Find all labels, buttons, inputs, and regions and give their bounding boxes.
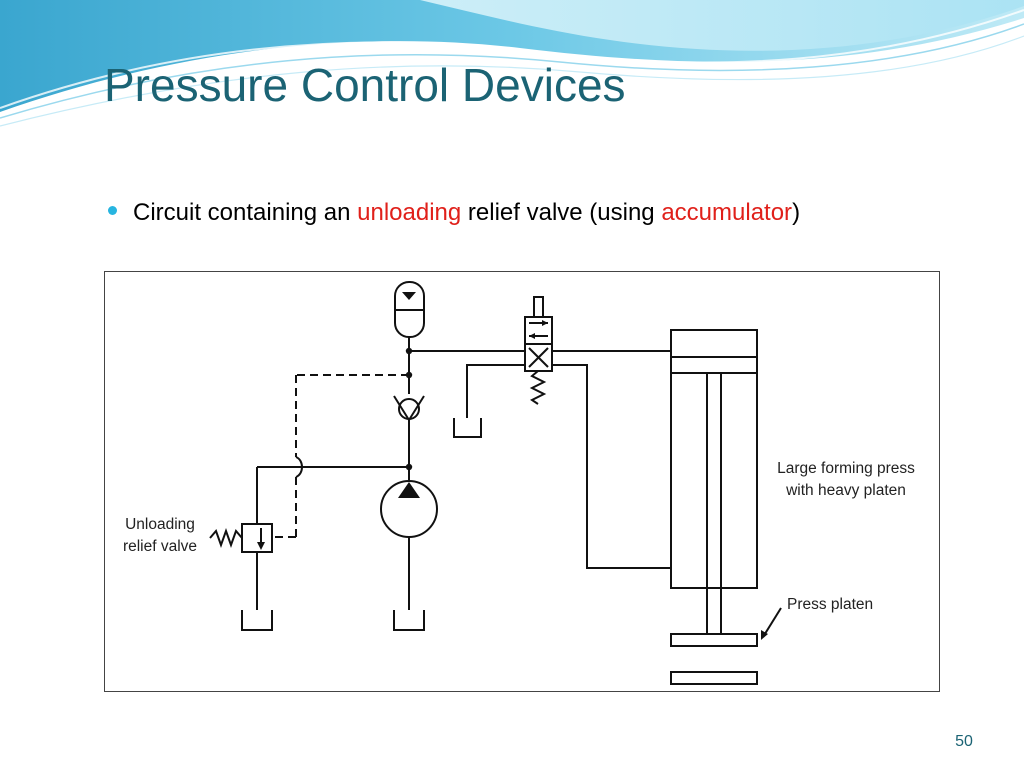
press-label-line-2: with heavy platen [785, 482, 906, 499]
valve-return-line [466, 364, 525, 418]
press-label-line-1: Large forming press [777, 460, 915, 477]
bullet-dot-icon [108, 206, 117, 216]
unloading-label-line-1: Unloading [125, 516, 195, 533]
circuit-svg: Unloading relief valve Large forming pre… [123, 281, 915, 685]
platen-leader-line [762, 607, 782, 638]
pilot-line [272, 374, 409, 538]
slide-title: Pressure Control Devices [104, 59, 626, 111]
hydraulic-circuit-diagram: Unloading relief valve Large forming pre… [104, 271, 940, 692]
bullet-text-3: ) [792, 199, 801, 226]
check-valve-icon [393, 395, 425, 421]
workpiece-bed-icon [670, 671, 758, 685]
tank-icon [453, 418, 482, 438]
tank-icon [241, 610, 273, 631]
bullet-item: Circuit containing an unloading relief v… [108, 199, 800, 227]
unloading-label-line-2: relief valve [123, 538, 197, 555]
tank-icon [393, 610, 425, 631]
bullet-text-1: Circuit containing an [133, 199, 358, 226]
platen-label: Press platen [787, 596, 873, 613]
pump-icon [380, 480, 438, 538]
header-wave-decoration [0, 0, 1024, 127]
platen-leader-arrowhead [761, 630, 768, 640]
accumulator-icon [394, 281, 425, 338]
directional-valve-icon [524, 296, 553, 405]
press-cylinder-icon [670, 329, 758, 634]
bullet-text-2: relief valve (using [461, 199, 662, 226]
page-number: 50 [955, 733, 973, 750]
cylinder-return-line [552, 364, 671, 569]
unloading-relief-valve-icon [209, 523, 273, 553]
bullet-highlight-accumulator: accumulator [661, 199, 793, 226]
bullet-highlight-unloading: unloading [357, 199, 462, 226]
press-platen-icon [670, 633, 758, 647]
